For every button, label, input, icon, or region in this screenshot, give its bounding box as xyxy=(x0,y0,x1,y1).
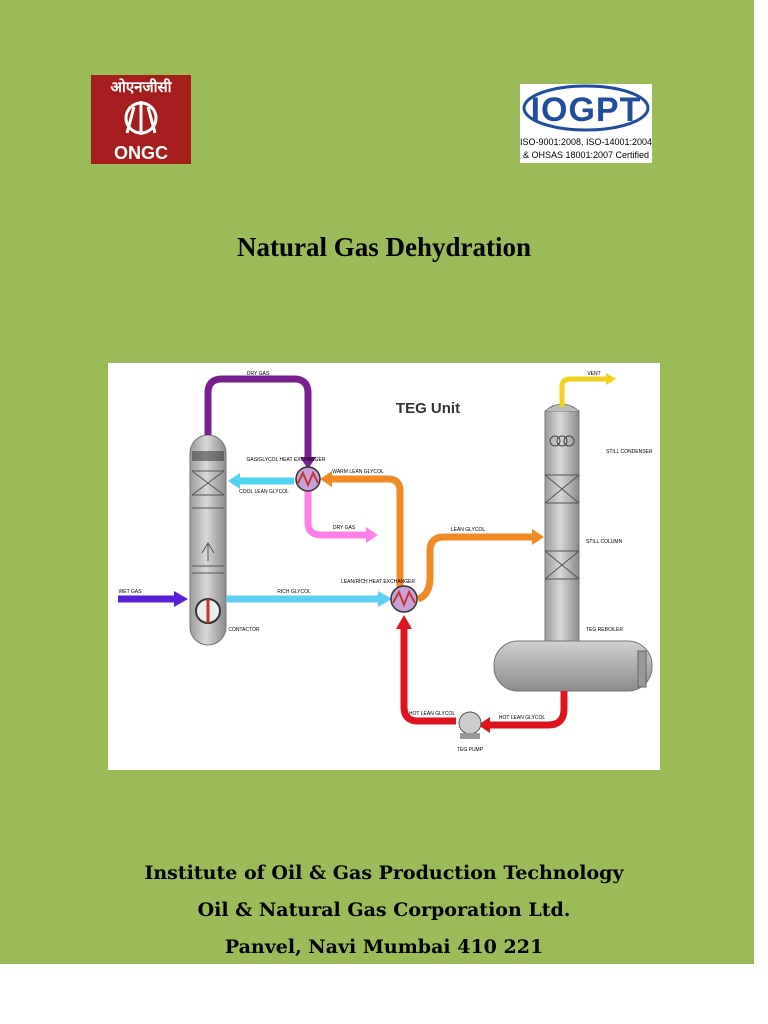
teg-pump-icon xyxy=(458,711,482,739)
lean-glycol-arrowhead xyxy=(532,529,544,545)
warm-lean-glycol-stream xyxy=(330,475,404,599)
cool-lean-glycol-arrowhead xyxy=(228,473,240,489)
label-contactor: CONTACTOR xyxy=(228,627,260,633)
label-cool-lean-glycol: COOL LEAN GLYCOL xyxy=(239,489,289,495)
label-hot-lean-glycol-left: HOT LEAN GLYCOL xyxy=(409,711,455,717)
footer-corporation: Oil & Natural Gas Corporation Ltd. xyxy=(197,899,571,921)
ongc-logo-devanagari: ओएनजीसी xyxy=(110,78,172,96)
warm-lean-glycol-arrowhead xyxy=(320,471,332,487)
label-dry-gas-out: DRY GAS xyxy=(333,525,356,531)
vent-arrowhead xyxy=(606,373,616,385)
oil-derrick-icon xyxy=(124,101,158,135)
dry-gas-arrowhead xyxy=(300,457,316,469)
label-rich-glycol: RICH GLYCOL xyxy=(277,589,311,595)
label-gas-glycol-hx: GAS/GLYCOL HEAT EXCHANGER xyxy=(246,457,325,463)
ongc-logo-emblem: ओएनजीसी ONGC xyxy=(110,78,172,163)
hot-lean-glycol-stream xyxy=(400,627,568,729)
iogpt-logo: IOGPT ISO-9001:2008, ISO-14001:2004 & OH… xyxy=(520,84,652,163)
label-hot-lean-glycol-right: HOT LEAN GLYCOL xyxy=(499,715,545,721)
lean-rich-heat-exchanger-icon xyxy=(390,585,418,613)
footer-institute: Institute of Oil & Gas Production Techno… xyxy=(144,862,624,884)
label-dry-gas-top: DRY GAS xyxy=(247,371,270,377)
still-column xyxy=(544,403,580,647)
label-lean-rich-hx: LEAN/RICH HEAT EXCHANGER xyxy=(341,579,415,585)
hot-lean-glycol-arrowhead xyxy=(396,615,412,629)
label-teg-reboiler: TEG REBOILER xyxy=(586,627,623,633)
label-wet-gas: WET GAS xyxy=(119,589,143,595)
label-vent: VENT xyxy=(587,371,600,377)
iogpt-ring-icon xyxy=(522,84,650,132)
label-lean-glycol: LEAN GLYCOL xyxy=(451,527,486,533)
lean-glycol-stream xyxy=(416,533,534,603)
dry-gas-out-arrowhead xyxy=(366,527,378,543)
ongc-logo-text: ONGC xyxy=(114,143,168,163)
label-still-condenser: STILL CONDENSER xyxy=(606,449,653,455)
rich-glycol-arrowhead xyxy=(378,591,392,607)
teg-unit-title: TEG Unit xyxy=(396,400,460,417)
gas-glycol-heat-exchanger-icon xyxy=(295,466,321,492)
teg-process-diagram: TEG Unit DRY GAS GAS/GLYCOL HEAT EXCHANG… xyxy=(108,363,660,770)
contactor-column xyxy=(189,434,227,646)
document-title: Natural Gas Dehydration xyxy=(236,232,531,262)
teg-reboiler xyxy=(493,640,653,692)
wet-gas-arrowhead xyxy=(174,591,188,607)
vent-stream xyxy=(559,376,608,407)
footer-address: Panvel, Navi Mumbai 410 221 xyxy=(224,936,544,958)
label-warm-lean-glycol: WARM LEAN GLYCOL xyxy=(332,469,384,475)
hot-lean-glycol-pump-arrowhead xyxy=(478,717,490,733)
teg-diagram-svg: TEG Unit DRY GAS GAS/GLYCOL HEAT EXCHANG… xyxy=(118,371,653,753)
dry-gas-stream xyxy=(204,375,312,459)
iogpt-cert-line2: & OHSAS 18001:2007 Certified xyxy=(523,150,649,160)
label-still-column: STILL COLUMN xyxy=(586,539,623,545)
dry-gas-out-stream xyxy=(304,491,368,539)
label-teg-pump: TEG PUMP xyxy=(457,747,484,753)
ongc-logo: ओएनजीसी ONGC xyxy=(91,75,191,164)
iogpt-cert-line1: ISO-9001:2008, ISO-14001:2004 xyxy=(520,137,652,147)
iogpt-logo-mark: IOGPT xyxy=(531,91,642,129)
iogpt-logo-graphic: IOGPT ISO-9001:2008, ISO-14001:2004 & OH… xyxy=(520,84,652,160)
